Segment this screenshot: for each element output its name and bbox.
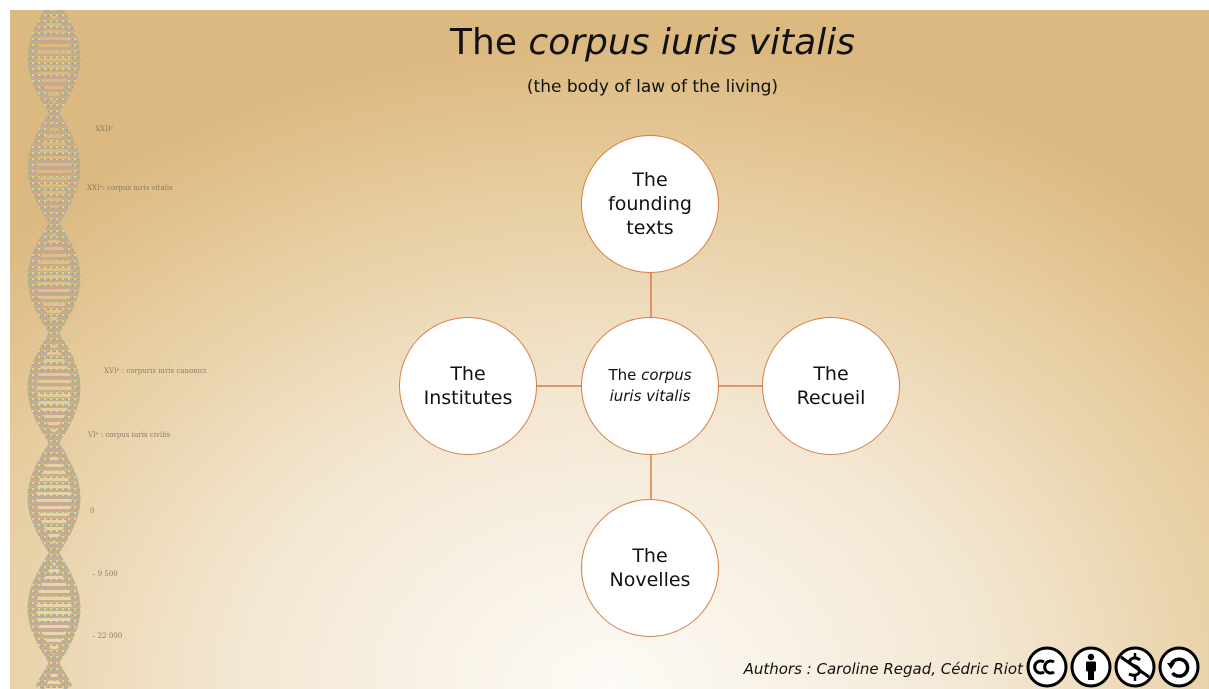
timeline-label-zero: 0	[90, 507, 95, 515]
dna-strand-b	[27, 10, 81, 689]
slide: XXIIᵉ XXIᵉ: corpus iuris vitalis XVIᵉ : …	[10, 10, 1209, 689]
center-italic: corpus iuris vitalis	[609, 366, 692, 405]
timeline-label-22nd-century: XXIIᵉ	[95, 125, 114, 133]
slide-title: The corpus iuris vitalis	[10, 22, 1209, 63]
timeline-label-minus-22000: – 22 000	[92, 632, 123, 640]
timeline-label-16th-century: XVIᵉ : corpuris iuris canonici	[104, 367, 207, 375]
slide-subtitle: (the body of law of the living)	[526, 77, 779, 97]
nc-icon	[1114, 646, 1156, 688]
node-label: The Institutes	[423, 363, 513, 409]
cc-icon	[1026, 646, 1068, 688]
title-prefix: The	[450, 22, 529, 63]
center-prefix: The	[608, 366, 642, 384]
node-label: The Recueil	[796, 363, 866, 409]
dna-strand-a	[27, 10, 81, 689]
authors-credit: Authors : Caroline Regad, Cédric Riot	[743, 660, 1023, 678]
node-institutes: The Institutes	[399, 317, 537, 455]
sa-icon	[1158, 646, 1200, 688]
diagram-connectors	[537, 273, 763, 500]
license-badges	[1026, 646, 1200, 688]
by-icon	[1070, 646, 1112, 688]
timeline-label-21st-century: XXIᵉ: corpus iuris vitalis	[87, 184, 173, 192]
timeline-label-6th-century: VIᵉ : corpus iuris civilis	[88, 431, 171, 439]
node-corpus-iuris-vitalis: The corpus iuris vitalis	[581, 317, 719, 455]
node-label: The founding texts	[608, 169, 692, 239]
node-recueil: The Recueil	[762, 317, 900, 455]
node-novelles: The Novelles	[581, 499, 719, 637]
timeline-label-minus-9500: – 9 500	[92, 570, 118, 578]
node-label: The corpus iuris vitalis	[585, 365, 715, 407]
dna-helix-image	[27, 10, 81, 689]
node-founding-texts: The founding texts	[581, 135, 719, 273]
node-label: The Novelles	[609, 545, 691, 591]
title-italic: corpus iuris vitalis	[528, 22, 855, 63]
